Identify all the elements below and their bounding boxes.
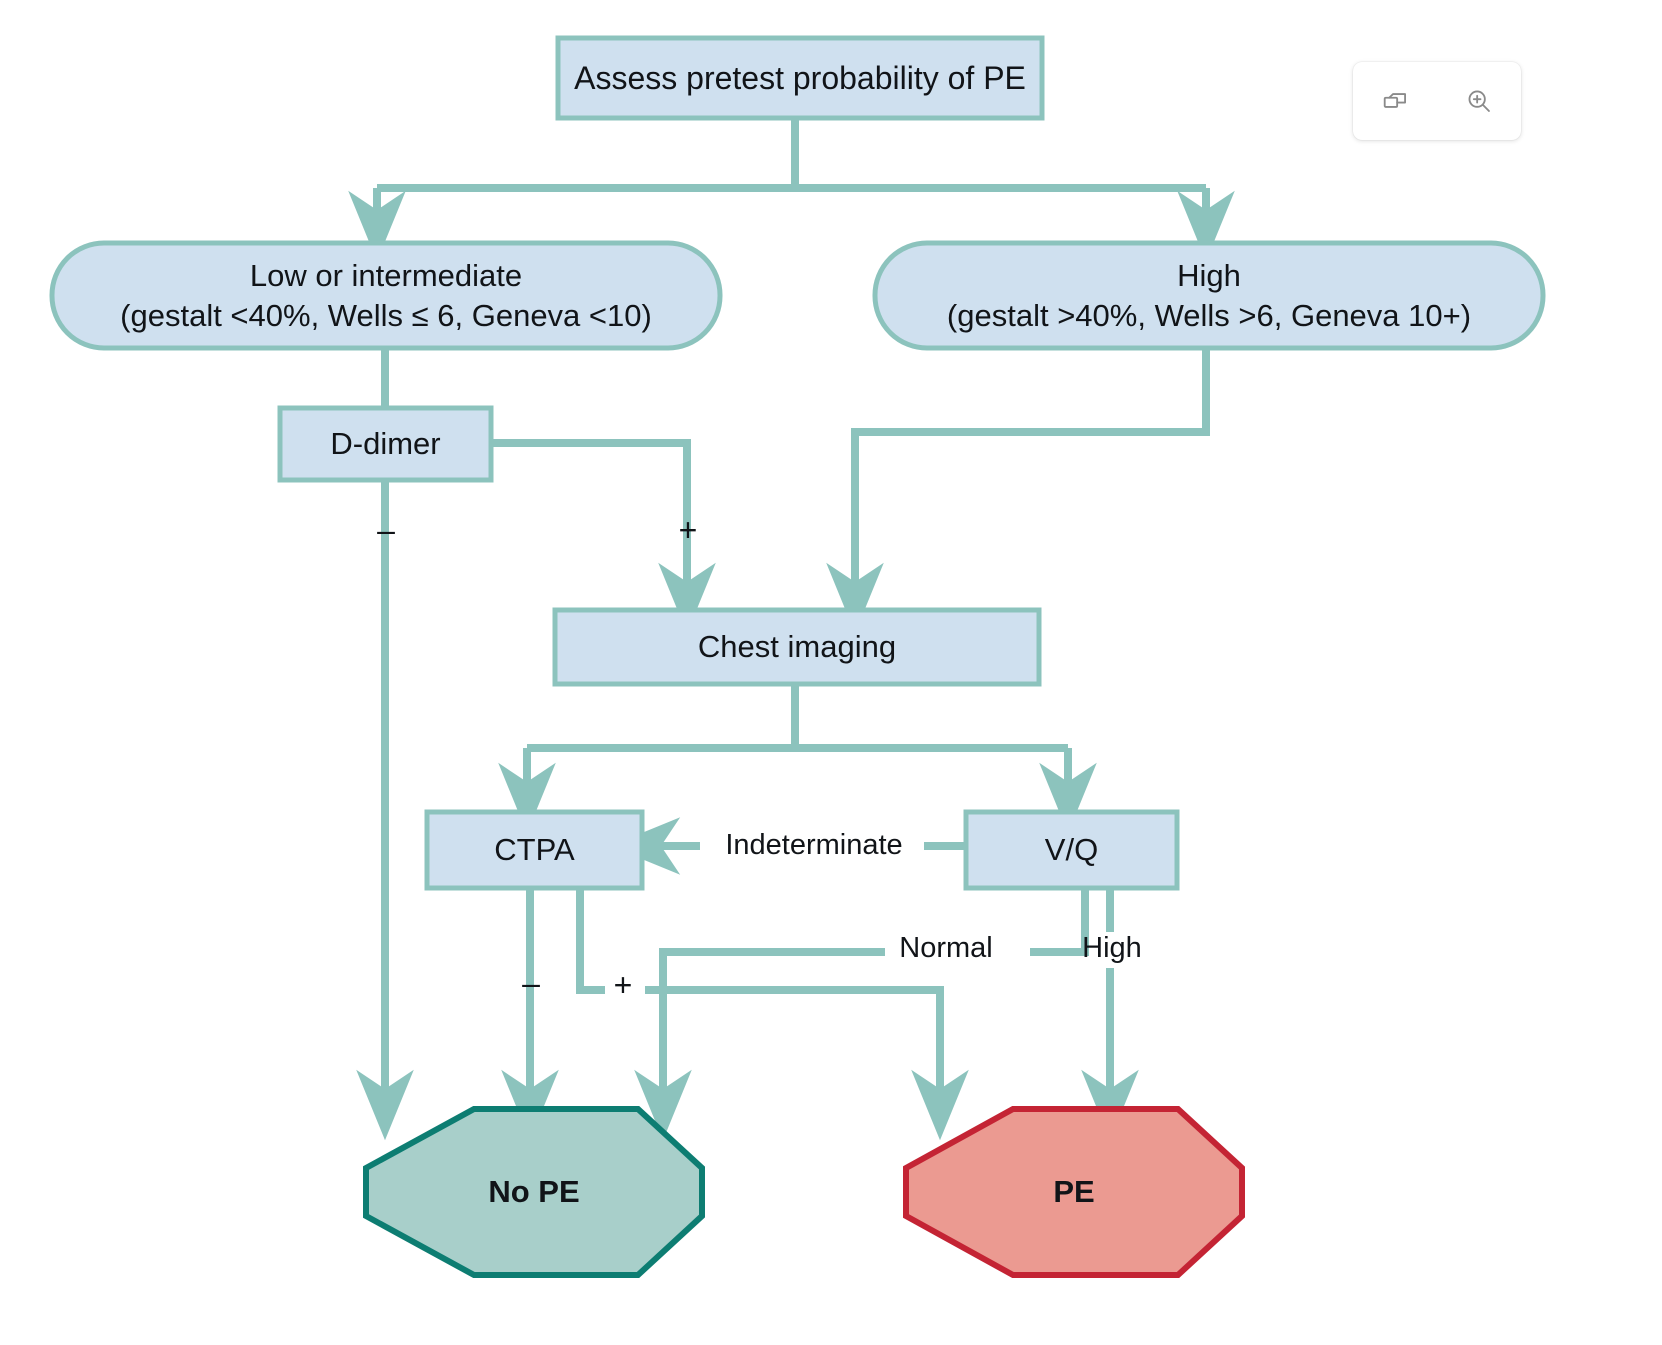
node-ctpa[interactable]: [424, 809, 645, 891]
node-d-dimer[interactable]: [277, 405, 494, 483]
edge-label-d-dimer-positive: +: [678, 512, 698, 548]
edge-label-vq-high: High: [1082, 932, 1142, 964]
node-low-intermediate[interactable]: [49, 240, 723, 351]
edge-label-ctpa-positive: +: [613, 967, 633, 1003]
edge-label-indeterminate: Indeterminate: [725, 829, 903, 861]
copy-icon: [1382, 88, 1408, 114]
node-root[interactable]: [555, 35, 1045, 121]
node-chest-imaging[interactable]: [552, 607, 1042, 687]
zoom-in-icon: [1466, 88, 1492, 114]
floating-toolbar: [1353, 62, 1521, 140]
node-vq[interactable]: [963, 809, 1180, 891]
node-high[interactable]: [872, 240, 1546, 351]
node-pe[interactable]: [903, 1106, 1245, 1278]
copy-button[interactable]: [1368, 74, 1422, 128]
node-no-pe[interactable]: [363, 1106, 705, 1278]
edge-label-vq-normal: Normal: [899, 932, 993, 964]
zoom-in-button[interactable]: [1452, 74, 1506, 128]
edge-label-d-dimer-negative: –: [377, 512, 395, 548]
edge-label-ctpa-negative: –: [522, 965, 540, 1001]
